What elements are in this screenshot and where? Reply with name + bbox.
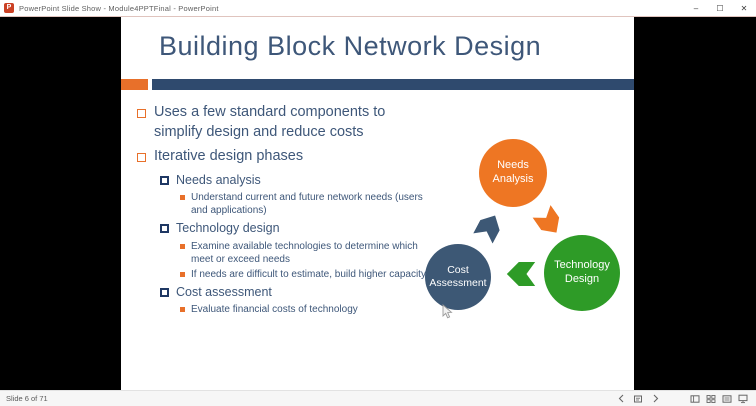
statusbar-controls (614, 392, 756, 405)
bullet-text: Understand current and future network ne… (191, 191, 423, 217)
diagram-circle-needs-analysis: Needs Analysis (479, 139, 547, 207)
bullet-list: Uses a few standard components to simpli… (137, 103, 477, 319)
reading-view-icon[interactable] (720, 392, 734, 405)
bullet-square-icon (180, 307, 185, 313)
bullet-text: Cost assessment (176, 285, 272, 300)
slide-menu-icon[interactable] (631, 392, 645, 405)
normal-view-icon[interactable] (688, 392, 702, 405)
bullet-square-icon (137, 109, 146, 118)
slide-sorter-icon[interactable] (704, 392, 718, 405)
slide-nav-group (614, 392, 662, 405)
bullet-text: Evaluate financial costs of technology (191, 304, 358, 316)
next-slide-icon[interactable] (648, 392, 662, 405)
bullet-square-icon (180, 271, 185, 277)
titlebar[interactable]: P PowerPoint Slide Show - Module4PPTFina… (0, 0, 756, 17)
slideshow-view-icon[interactable] (736, 392, 750, 405)
bullet-level3: If needs are difficult to estimate, buil… (180, 268, 477, 281)
bullet-square-icon (180, 194, 185, 200)
title-underline-navy-bar (152, 79, 634, 90)
previous-slide-icon[interactable] (614, 392, 628, 405)
maximize-button[interactable]: ☐ (716, 3, 724, 13)
mouse-cursor (442, 304, 453, 319)
bullet-square-icon (137, 153, 146, 163)
cycle-arrow-down-right-icon (532, 205, 560, 233)
bullet-square-icon (160, 224, 169, 234)
bullet-level2: Needs analysis (160, 172, 477, 188)
bullet-text: Technology design (176, 221, 280, 236)
bullet-text: Iterative design phases (154, 148, 304, 165)
window-controls: – ☐ ✕ (684, 0, 756, 16)
close-button[interactable]: ✕ (740, 3, 748, 13)
bullet-square-icon (180, 243, 185, 249)
bullet-level1: Iterative design phases (137, 147, 477, 167)
slide-counter: Slide 6 of 71 (6, 394, 48, 403)
cycle-arrow-up-icon (473, 215, 500, 244)
bullet-level2: Technology design (160, 220, 477, 236)
cycle-arrow-left-icon (506, 262, 536, 286)
diagram-circle-cost-assessment: Cost Assessment (425, 244, 491, 310)
bullet-square-icon (160, 288, 169, 298)
bullet-text: Examine available technologies to determ… (191, 240, 418, 265)
bullet-text: Uses a few standard components to simpli… (154, 104, 386, 140)
bullet-level3: Evaluate financial costs of technology (180, 303, 477, 316)
slideshow-stage: Building Block Network Design Uses a few… (0, 17, 756, 391)
bullet-text: Needs analysis (176, 172, 261, 187)
window-title: PowerPoint Slide Show - Module4PPTFinal … (19, 3, 219, 13)
bullet-level2: Cost assessment (160, 284, 477, 300)
powerpoint-app-icon: P (4, 3, 14, 13)
slide-canvas[interactable]: Building Block Network Design Uses a few… (121, 17, 634, 391)
statusbar: Slide 6 of 71 (0, 390, 756, 406)
diagram-circle-technology-design: Technology Design (544, 235, 620, 311)
title-underline-orange-segment (121, 79, 148, 90)
bullet-square-icon (160, 175, 169, 185)
bullet-text: If needs are difficult to estimate, buil… (191, 268, 426, 280)
bullet-level3: Understand current and future network ne… (180, 191, 477, 217)
slide-title: Building Block Network Design (159, 31, 542, 61)
view-buttons-group (688, 392, 750, 405)
bullet-level1: Uses a few standard components to simpli… (137, 103, 477, 142)
minimize-button[interactable]: – (693, 3, 699, 13)
bullet-level3: Examine available technologies to determ… (180, 240, 477, 266)
